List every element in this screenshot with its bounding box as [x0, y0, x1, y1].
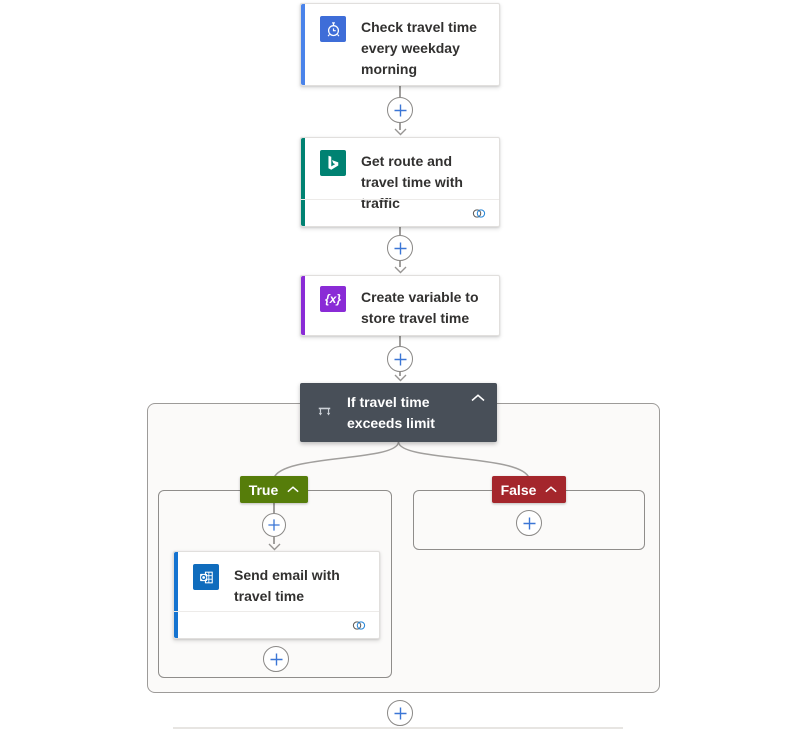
- chevron-up-icon: [545, 486, 558, 493]
- insert-step-button-2[interactable]: [387, 235, 413, 261]
- accent-bar: [301, 138, 305, 226]
- arrow-down-icon: [394, 128, 407, 136]
- accent-bar: [301, 4, 305, 85]
- add-action-button-true-branch[interactable]: [263, 646, 289, 672]
- trigger-card-recurrence[interactable]: Check travel time every weekday morning: [300, 3, 500, 86]
- arrow-down-icon: [394, 266, 407, 274]
- insert-step-button-true-branch[interactable]: [262, 513, 286, 537]
- branch-split-connector: [273, 441, 530, 479]
- plus-icon: [394, 707, 406, 719]
- action-card-title: Create variable to store travel time: [361, 289, 479, 326]
- condition-card-title: If travel time exceeds limit: [347, 393, 435, 431]
- collapse-chevron-up-icon[interactable]: [471, 394, 485, 402]
- insert-step-button-after-condition[interactable]: [387, 700, 413, 726]
- insert-step-button-1[interactable]: [387, 97, 413, 123]
- connector-line: [399, 123, 401, 130]
- chevron-up-icon: [287, 486, 299, 493]
- action-card-create-variable[interactable]: {x} Create variable to store travel time: [300, 275, 500, 336]
- connector-line: [399, 227, 401, 235]
- connector-line: [273, 537, 275, 544]
- condition-scope-container: [147, 403, 660, 693]
- connector-line: [399, 261, 401, 267]
- true-branch-label: True: [248, 481, 279, 498]
- condition-branch-icon: [316, 404, 333, 421]
- variable-icon-text: {x}: [324, 292, 341, 306]
- false-branch-label: False: [500, 481, 537, 498]
- arrow-down-icon: [268, 543, 281, 551]
- plus-icon: [394, 242, 406, 254]
- arrow-down-icon: [394, 374, 407, 382]
- variable-icon: {x}: [320, 286, 346, 312]
- connector-line: [273, 503, 275, 513]
- plus-icon: [394, 353, 406, 365]
- false-branch-header[interactable]: False: [492, 476, 566, 503]
- action-card-title: Send email with travel time: [234, 567, 340, 604]
- add-action-button-false-branch[interactable]: [516, 510, 542, 536]
- connection-icon: [351, 620, 367, 631]
- true-branch-header[interactable]: True: [240, 476, 308, 503]
- bing-maps-icon: [320, 150, 346, 176]
- action-card-get-route[interactable]: Get route and travel time with traffic: [300, 137, 500, 227]
- condition-card[interactable]: If travel time exceeds limit: [300, 383, 497, 442]
- insert-step-button-3[interactable]: [387, 346, 413, 372]
- plus-icon: [268, 519, 280, 531]
- action-card-send-email[interactable]: Send email with travel time: [173, 551, 380, 639]
- accent-bar: [174, 552, 178, 638]
- trigger-card-title: Check travel time every weekday morning: [361, 19, 477, 77]
- connector-line: [399, 86, 401, 97]
- plus-icon: [523, 517, 535, 529]
- connection-icon: [471, 208, 487, 219]
- connector-line: [399, 372, 401, 376]
- plus-icon: [394, 104, 406, 116]
- connector-line: [399, 336, 401, 346]
- next-element-top-edge: [173, 727, 623, 729]
- accent-bar: [301, 276, 305, 335]
- recurrence-clock-icon: [320, 16, 346, 42]
- outlook-icon: [193, 564, 219, 590]
- plus-icon: [270, 653, 282, 665]
